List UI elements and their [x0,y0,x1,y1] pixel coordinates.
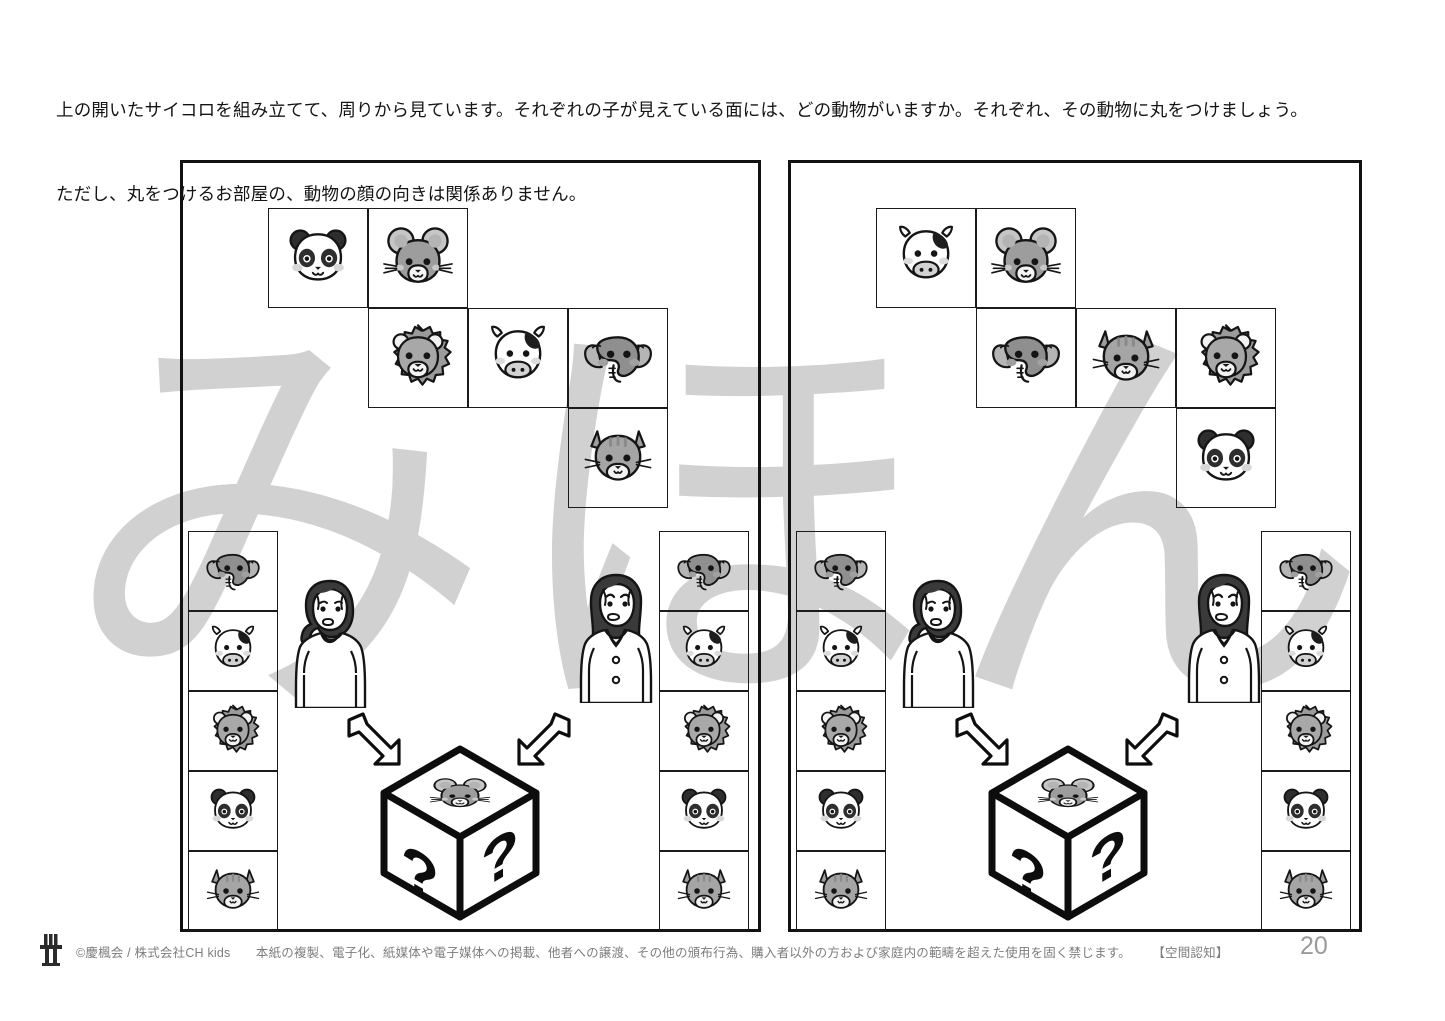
answer-option-elephant[interactable] [188,531,278,611]
arrow-left-icon [1125,712,1179,766]
net-cell-lion[interactable] [1176,308,1276,408]
answer-option-elephant[interactable] [796,531,886,611]
dice-cube-wrapper: ? ? [986,741,1151,931]
cat-icon [677,869,731,909]
panda-icon [289,229,347,281]
lion-icon [392,324,452,386]
arrow-right [1121,708,1183,775]
answer-option-cat[interactable] [188,851,278,931]
net-cell-elephant[interactable] [976,308,1076,408]
net-cell-panda[interactable] [1176,408,1276,508]
mouse-icon [991,227,1061,283]
cow-icon [490,325,546,379]
footer-category: 【空間認知】 [1152,946,1229,960]
cat-icon [1279,869,1333,909]
net-cell-cat[interactable] [1076,308,1176,408]
arrow-left [951,708,1013,775]
arrow-right-icon [955,712,1009,766]
lion-icon [820,704,868,753]
cat-icon [1092,330,1160,381]
arrow-right [513,708,575,775]
answer-option-cat[interactable] [659,851,749,931]
instruction-text: 上の開いたサイコロを組み立てて、周りから見ています。それぞれの子が見えている面に… [56,40,1396,236]
answer-option-cow[interactable] [188,611,278,691]
cat-icon [584,430,652,481]
cow-icon [898,225,954,279]
page-number: 20 [1300,932,1328,960]
footer: ©慶楓会 / 株式会社CH kids 本紙の複製、電子化、紙媒体や電子媒体への掲… [0,932,1445,976]
net-cell-cat[interactable] [568,408,668,508]
answer-option-lion[interactable] [188,691,278,771]
elephant-icon [206,553,260,591]
answer-option-panda[interactable] [188,771,278,851]
panda-icon [1283,788,1329,829]
lion-icon [683,704,731,753]
panda-icon [681,788,727,829]
cow-icon [682,625,726,668]
instruction-line-2: ただし、丸をつけるお部屋の、動物の顔の向きは関係ありません。 [56,184,587,204]
arrow-right-icon [347,712,401,766]
instruction-line-1: 上の開いたサイコロを組み立てて、周りから見ています。それぞれの子が見えている面に… [56,100,1308,120]
publisher-logo-icon [40,934,62,966]
problem-panel-2: ? ? [788,160,1362,932]
mouse-icon [383,227,453,283]
answer-option-lion[interactable] [659,691,749,771]
problem-panel-1: ? ? [180,160,761,932]
cow-icon [819,625,863,668]
answer-option-panda[interactable] [796,771,886,851]
child-right [573,568,659,708]
panda-icon [1197,429,1255,481]
answer-option-panda[interactable] [1261,771,1351,851]
cat-icon [206,869,260,909]
answer-option-cow[interactable] [1261,611,1351,691]
answer-option-elephant[interactable] [1261,531,1351,611]
net-cell-lion[interactable] [368,308,468,408]
dice-cube-wrapper: ? ? [378,741,543,931]
answer-option-lion[interactable] [1261,691,1351,771]
answer-option-panda[interactable] [659,771,749,851]
footer-copyright: ©慶楓会 / 株式会社CH kids [76,946,231,960]
net-cell-cow[interactable] [468,308,568,408]
elephant-icon [584,336,652,383]
footer-notice: 本紙の複製、電子化、紙媒体や電子媒体への掲載、他者への譲渡、その他の頒布行為、購… [255,946,1131,960]
answer-option-cat[interactable] [1261,851,1351,931]
lion-icon [1285,704,1333,753]
arrow-left [343,708,405,775]
net-cell-cow[interactable] [876,208,976,308]
footer-text-line: ©慶楓会 / 株式会社CH kids 本紙の複製、電子化、紙媒体や電子媒体への掲… [76,942,1229,961]
elephant-icon [992,336,1060,383]
cow-icon [1284,625,1328,668]
cow-icon [211,625,255,668]
child-figure-bob [294,579,367,710]
elephant-icon [1279,553,1333,591]
lion-icon [212,704,260,753]
answer-option-cat[interactable] [796,851,886,931]
child-figure-long [1187,573,1261,705]
net-cell-mouse[interactable] [368,208,468,308]
elephant-icon [677,553,731,591]
panda-icon [210,788,256,829]
answer-option-lion[interactable] [796,691,886,771]
arrow-left-icon [517,712,571,766]
child-right [1181,568,1267,708]
answer-option-cow[interactable] [659,611,749,691]
net-cell-panda[interactable] [268,208,368,308]
lion-icon [1200,324,1260,386]
dice-cube: ? ? [988,745,1148,921]
cat-icon [814,869,868,909]
answer-option-elephant[interactable] [659,531,749,611]
child-left [895,573,981,713]
elephant-icon [814,553,868,591]
child-figure-long [579,573,653,705]
child-left [287,573,373,713]
answer-option-cow[interactable] [796,611,886,691]
net-cell-mouse[interactable] [976,208,1076,308]
net-cell-elephant[interactable] [568,308,668,408]
panda-icon [818,788,864,829]
dice-cube: ? ? [380,745,540,921]
child-figure-bob [902,579,975,710]
